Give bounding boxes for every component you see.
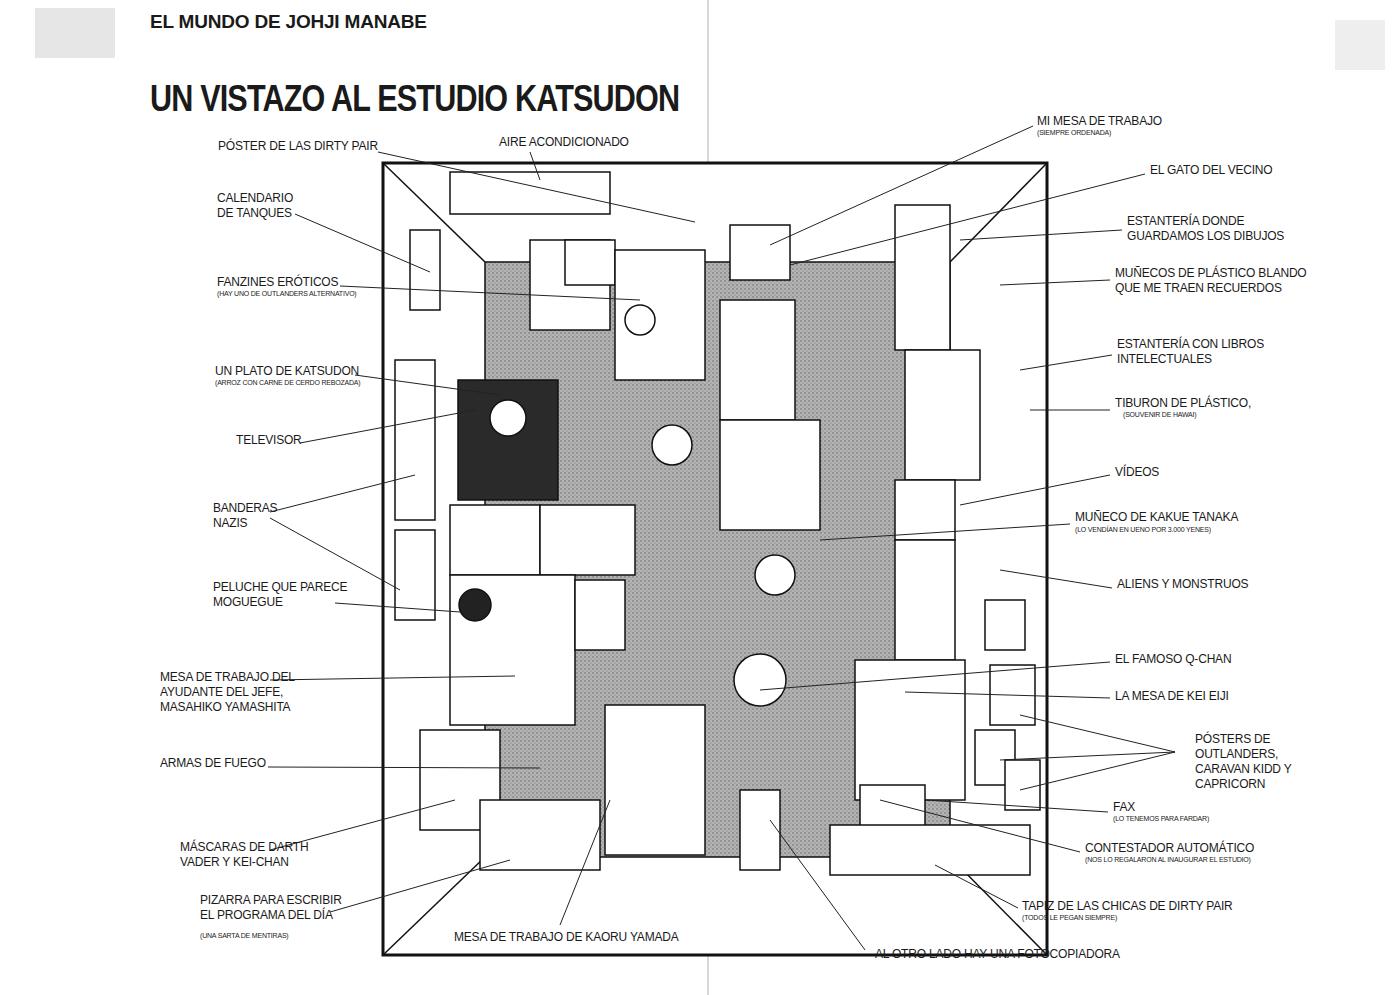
- callout-label: MÁSCARAS DE DARTH VADER Y KEI-CHAN: [180, 840, 350, 870]
- callout-note: (NOS LO REGALARON AL INAUGURAR EL ESTUDI…: [1085, 856, 1251, 865]
- callout-label: FAX: [1113, 800, 1135, 815]
- callout-label: AIRE ACONDICIONADO: [499, 135, 629, 150]
- callout-label: BANDERAS NAZIS: [213, 501, 288, 531]
- callout-label: LA MESA DE KEI EIJI: [1115, 689, 1229, 704]
- page-title: UN VISTAZO AL ESTUDIO KATSUDON: [150, 78, 679, 120]
- callout-label: PELUCHE QUE PARECE MOGUEGUE: [213, 580, 348, 610]
- callout-note: (LO VENDÍAN EN UENO POR 3.000 YENES): [1075, 526, 1211, 535]
- furniture: [395, 172, 1040, 875]
- leader-lines: [268, 126, 1175, 950]
- callout-label: MESA DE TRABAJO DEL AYUDANTE DEL JEFE, M…: [160, 670, 320, 715]
- callout-label: ESTANTERÍA DONDE GUARDAMOS LOS DIBUJOS: [1127, 214, 1287, 244]
- callout-label: ALIENS Y MONSTRUOS: [1117, 577, 1248, 592]
- callout-label: EL FAMOSO Q-CHAN: [1115, 652, 1231, 667]
- callout-label: UN PLATO DE KATSUDON: [215, 364, 359, 379]
- callout-label: TIBURON DE PLÁSTICO,: [1115, 396, 1251, 411]
- callout-label: ESTANTERÍA CON LIBROS INTELECTUALES: [1117, 337, 1267, 367]
- header-block: [35, 8, 115, 58]
- callout-label: PÓSTER DE LAS DIRTY PAIR: [218, 139, 378, 154]
- callout-note: (SIEMPRE ORDENADA): [1037, 129, 1111, 138]
- callout-label: MUÑECOS DE PLÁSTICO BLANDO QUE ME TRAEN …: [1115, 266, 1310, 296]
- callout-label: PIZARRA PARA ESCRIBIR EL PROGRAMA DEL DÍ…: [200, 893, 350, 923]
- callout-label: EL GATO DEL VECINO: [1150, 163, 1272, 178]
- callout-label: FANZINES ERÓTICOS: [217, 275, 338, 290]
- callout-note: (TODOS LE PEGAN SIEMPRE): [1022, 914, 1117, 923]
- callout-note: (UNA SARTA DE MENTIRAS): [200, 932, 289, 941]
- wall-corners: [383, 163, 1047, 955]
- callout-note: (ARROZ CON CARNE DE CERDO REBOZADA): [215, 379, 360, 388]
- callout-label: EL MUNDO DE JOHJI MANABE: [150, 10, 427, 34]
- header-block: [1335, 20, 1385, 70]
- callout-label: TAPIZ DE LAS CHICAS DE DIRTY PAIR: [1022, 899, 1233, 914]
- callout-note: (SOUVENIR DE HAWAI): [1123, 411, 1196, 420]
- callout-note: (HAY UNO DE OUTLANDERS ALTERNATIVO): [217, 290, 357, 299]
- callout-label: MI MESA DE TRABAJO: [1037, 114, 1162, 129]
- callout-label: PÓSTERS DE OUTLANDERS, CARAVAN KIDD Y CA…: [1195, 732, 1305, 792]
- callout-label: CALENDARIO DE TANQUES: [217, 191, 312, 221]
- callout-note: (LO TENEMOS PARA FARDAR): [1113, 815, 1209, 824]
- callout-label: VÍDEOS: [1115, 465, 1159, 480]
- callout-label: MESA DE TRABAJO DE KAORU YAMADA: [454, 930, 679, 945]
- callout-label: TELEVISOR: [236, 433, 302, 448]
- callout-label: MUÑECO DE KAKUE TANAKA: [1075, 510, 1238, 525]
- callout-label: CONTESTADOR AUTOMÁTICO: [1085, 841, 1254, 856]
- callout-label: ARMAS DE FUEGO: [160, 756, 266, 771]
- callout-label: AL OTRO LADO HAY UNA FOTOCOPIADORA: [875, 947, 1120, 962]
- room-outline: [383, 163, 1047, 955]
